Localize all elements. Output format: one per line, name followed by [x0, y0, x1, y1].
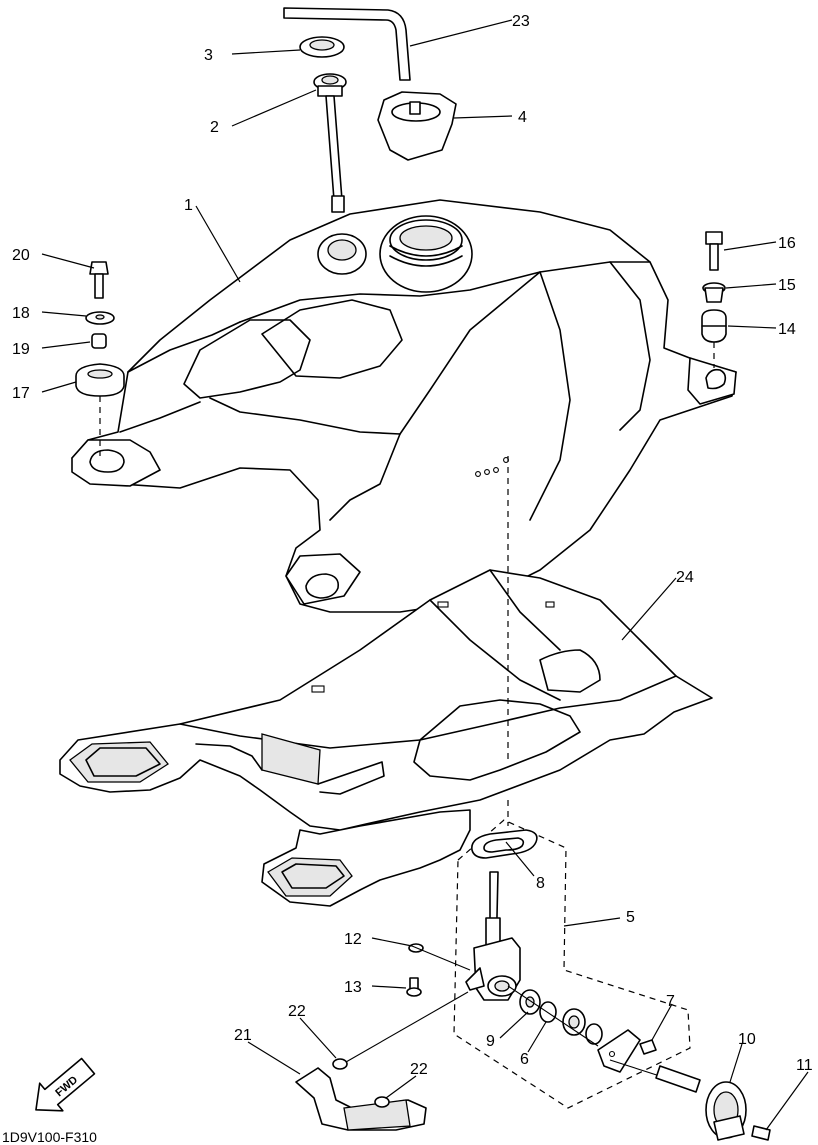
lever-part-10[interactable]	[655, 1065, 747, 1141]
gasket-part-8[interactable]	[471, 829, 538, 859]
collar-part-15[interactable]	[702, 282, 726, 303]
callout-16: 16	[778, 235, 796, 252]
washer-part-18[interactable]	[85, 311, 115, 325]
callout-24: 24	[676, 569, 694, 586]
damper-part-14[interactable]	[701, 309, 727, 343]
callout-2: 2	[210, 119, 219, 136]
callout-15: 15	[778, 277, 796, 294]
fuel-gauge-part-2[interactable]	[313, 73, 347, 213]
bolt-part-16[interactable]	[705, 231, 723, 271]
filter-part-6[interactable]	[539, 1001, 557, 1023]
callout-23: 23	[512, 13, 530, 30]
fuel-cock-body[interactable]	[465, 871, 521, 1001]
callout-19: 19	[12, 341, 30, 358]
callout-13: 13	[344, 979, 362, 996]
screw-part-13[interactable]	[406, 977, 422, 997]
hose-clip-part-22a[interactable]	[332, 1058, 348, 1070]
screw-part-7[interactable]	[639, 1039, 657, 1055]
hose-clip-part-22b[interactable]	[374, 1096, 390, 1108]
callout-11: 11	[796, 1057, 813, 1074]
diagram-code: 1D9V100-F310	[2, 1129, 97, 1145]
callout-7: 7	[666, 993, 675, 1010]
callout-14: 14	[778, 321, 796, 338]
breather-hose[interactable]	[283, 7, 411, 81]
callout-20: 20	[12, 247, 30, 264]
fuel-cap-part-4[interactable]	[377, 91, 457, 161]
damper-part-17[interactable]	[75, 363, 125, 397]
callout-1: 1	[184, 197, 193, 214]
callout-9: 9	[486, 1033, 495, 1050]
collar-part-19[interactable]	[91, 333, 107, 349]
callout-18: 18	[12, 305, 30, 322]
lever-seal[interactable]	[562, 1008, 603, 1045]
grommet-part-3[interactable]	[299, 36, 345, 58]
callout-3: 3	[204, 47, 213, 64]
fuel-hose-part-21[interactable]	[295, 1067, 427, 1131]
callout-17: 17	[12, 385, 30, 402]
o-ring-part-9[interactable]	[519, 989, 541, 1015]
screw-part-11[interactable]	[751, 1125, 771, 1141]
callout-5: 5	[626, 909, 635, 926]
tank-bracket-part-24[interactable]	[59, 569, 713, 907]
callout-6: 6	[520, 1051, 529, 1068]
callout-21: 21	[234, 1027, 252, 1044]
bolt-part-20[interactable]	[89, 261, 109, 299]
fwd-arrow-icon: FWD	[35, 1057, 96, 1112]
callout-10: 10	[738, 1031, 756, 1048]
callout-22a: 22	[288, 1003, 306, 1020]
callout-4: 4	[518, 109, 527, 126]
callout-8: 8	[536, 875, 545, 892]
callout-12: 12	[344, 931, 362, 948]
callout-22b: 22	[410, 1061, 428, 1078]
lever-plate[interactable]	[597, 1029, 641, 1073]
fuel-tank-part-1[interactable]	[71, 199, 737, 613]
